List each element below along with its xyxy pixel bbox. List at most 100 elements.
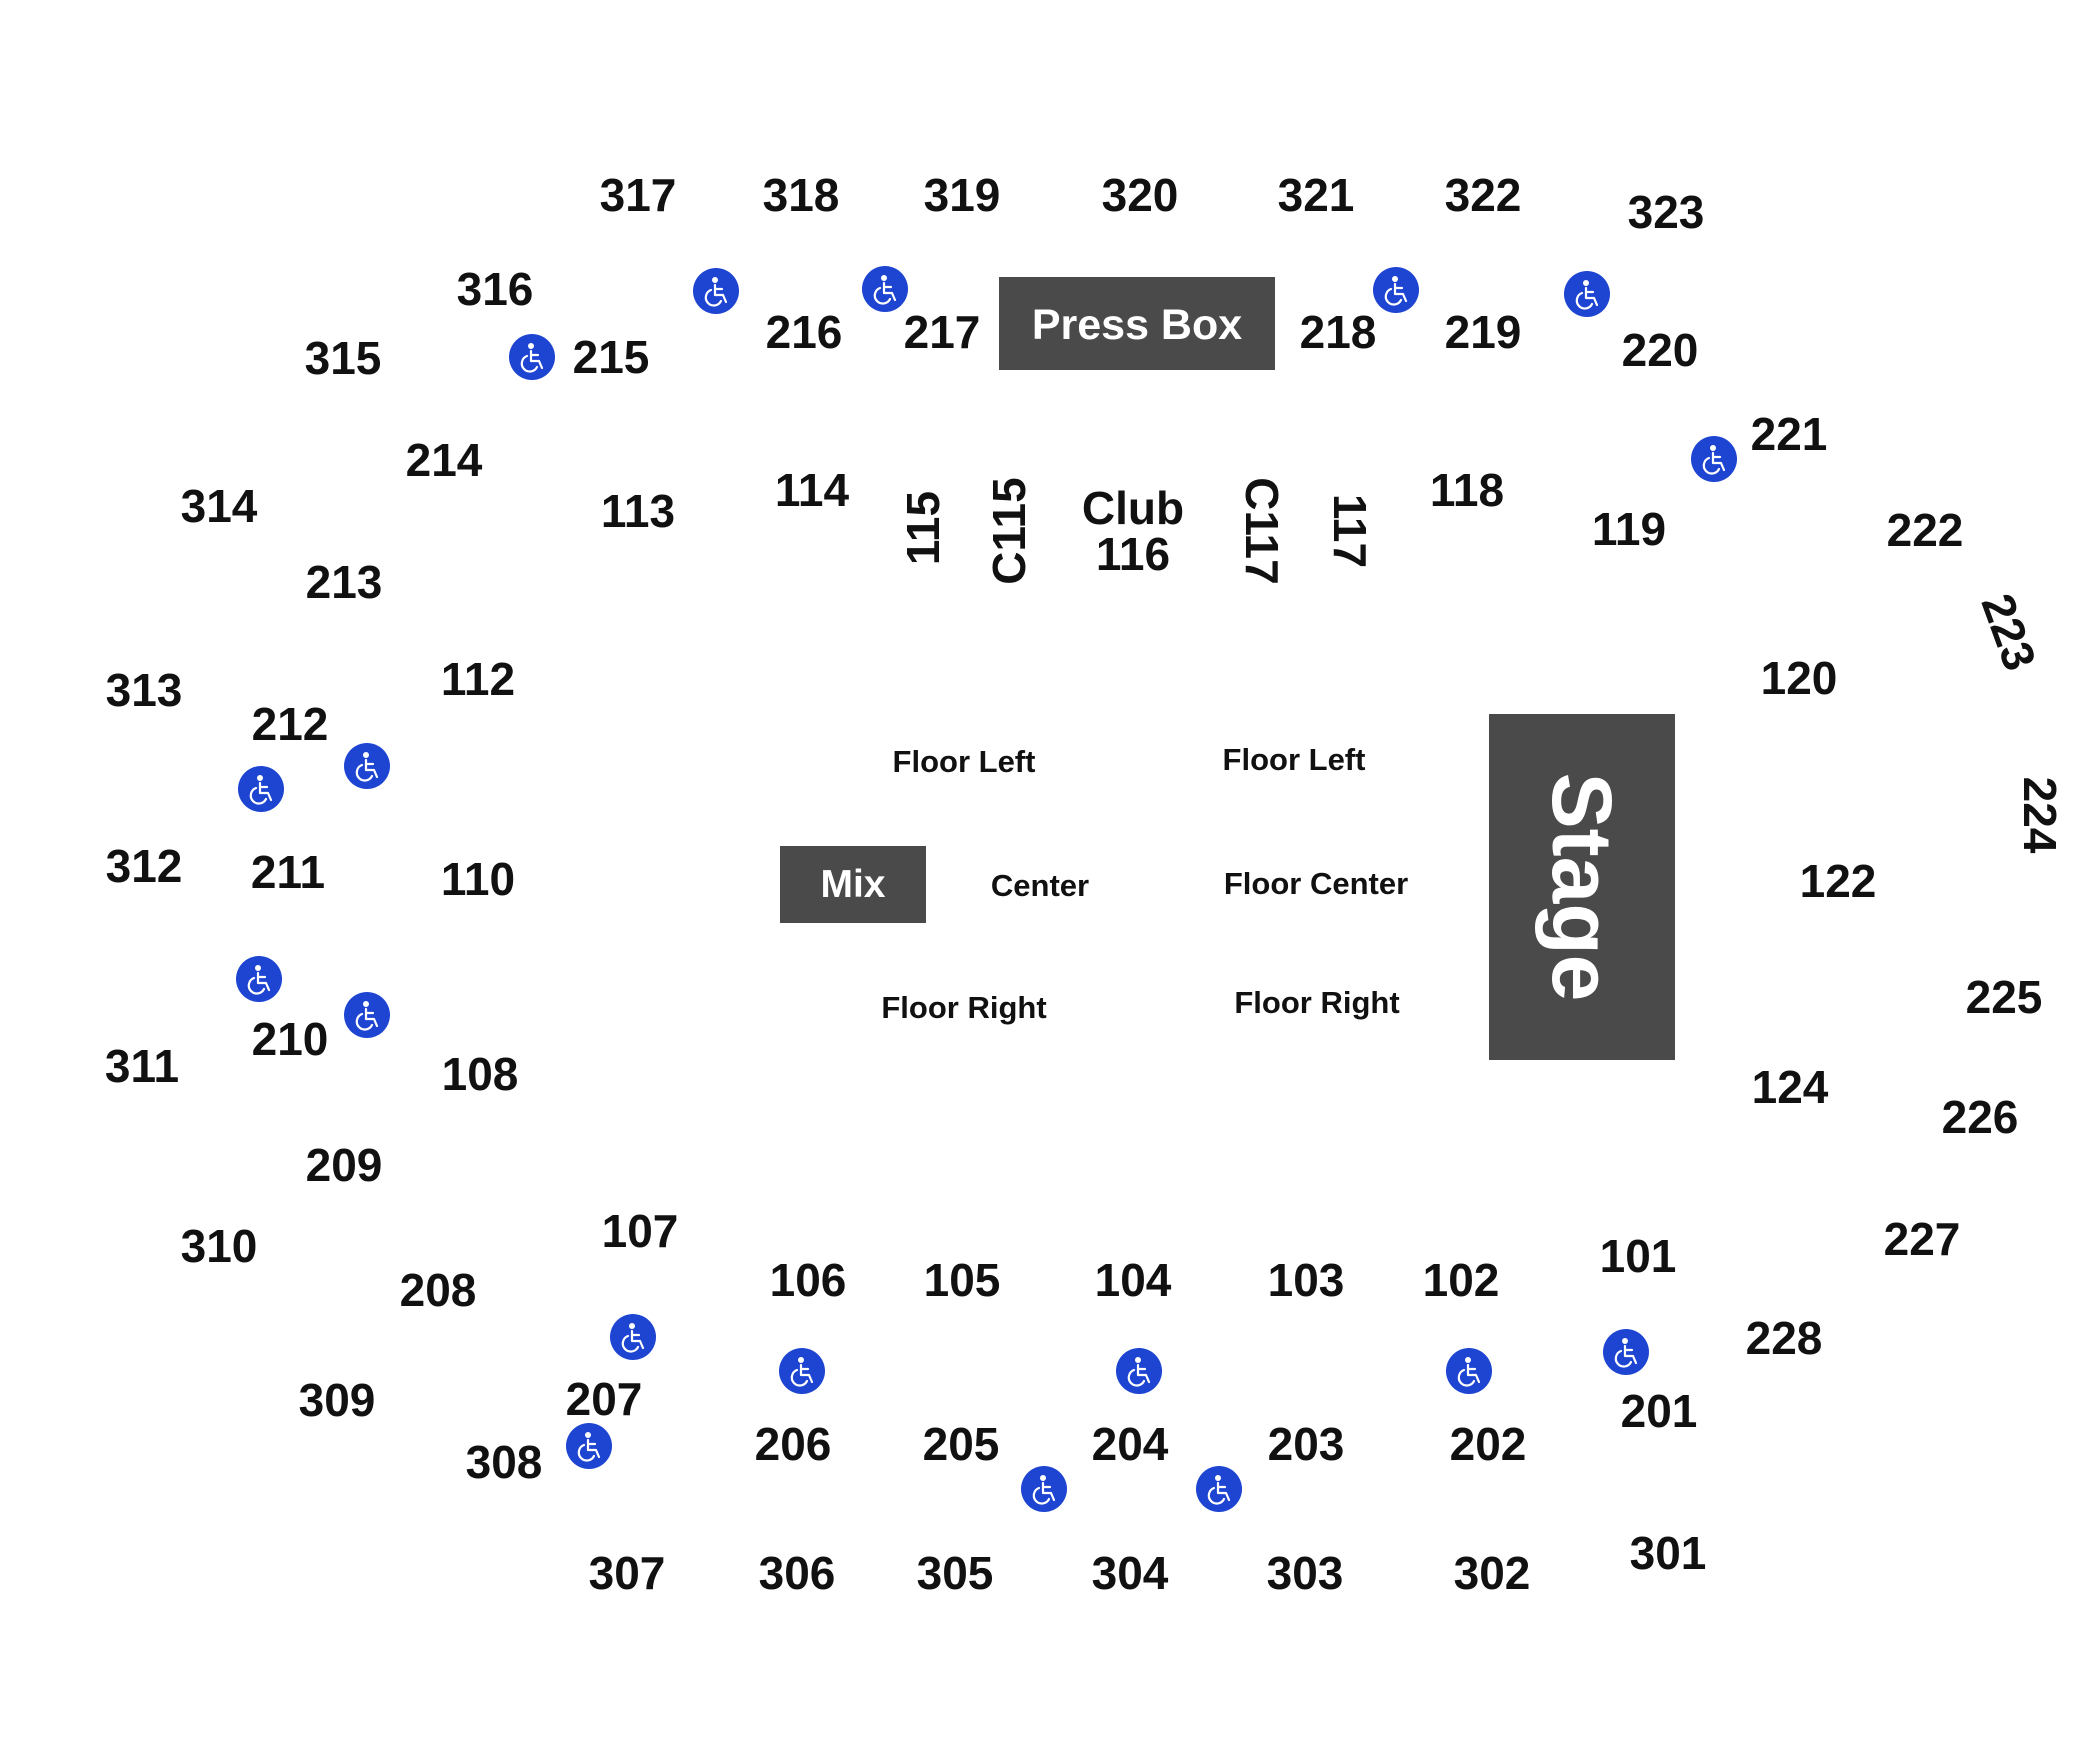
- press-box-label: Press Box: [1032, 301, 1242, 349]
- section-315[interactable]: 315: [305, 332, 382, 384]
- section-225[interactable]: 225: [1966, 971, 2043, 1023]
- mix-label: Mix: [820, 863, 885, 906]
- section-322[interactable]: 322: [1445, 169, 1522, 221]
- section-205[interactable]: 205: [923, 1418, 1000, 1470]
- section-305[interactable]: 305: [917, 1547, 994, 1599]
- section-223[interactable]: 223: [1971, 587, 2046, 677]
- section-c115[interactable]: C115: [983, 477, 1035, 584]
- floor-right-section-2[interactable]: Floor Right: [1234, 985, 1399, 1020]
- section-101[interactable]: 101: [1600, 1230, 1677, 1282]
- section-105[interactable]: 105: [924, 1254, 1001, 1306]
- section-208[interactable]: 208: [400, 1264, 477, 1316]
- section-115[interactable]: 115: [897, 491, 949, 565]
- section-club-116-label[interactable]: Club: [1082, 482, 1184, 534]
- section-306[interactable]: 306: [759, 1547, 836, 1599]
- section-112[interactable]: 112: [441, 653, 515, 705]
- wheelchair-icon: [236, 764, 286, 814]
- wheelchair-icon: [342, 741, 392, 791]
- stage-label: Stage: [1535, 773, 1629, 1002]
- section-212[interactable]: 212: [252, 698, 329, 750]
- section-304[interactable]: 304: [1092, 1547, 1169, 1599]
- section-207[interactable]: 207: [566, 1373, 643, 1425]
- section-226[interactable]: 226: [1942, 1091, 2019, 1143]
- section-104[interactable]: 104: [1095, 1254, 1172, 1306]
- section-206[interactable]: 206: [755, 1418, 832, 1470]
- section-308[interactable]: 308: [466, 1436, 543, 1488]
- wheelchair-icon: [1562, 269, 1612, 319]
- section-309[interactable]: 309: [299, 1374, 376, 1426]
- floor-left-section[interactable]: Floor Left: [893, 744, 1036, 779]
- section-110[interactable]: 110: [441, 853, 515, 905]
- section-316[interactable]: 316: [457, 263, 534, 315]
- floor-right-section[interactable]: Floor Right: [881, 990, 1046, 1025]
- section-227[interactable]: 227: [1884, 1213, 1961, 1265]
- section-201[interactable]: 201: [1621, 1385, 1698, 1437]
- section-114[interactable]: 114: [775, 464, 850, 516]
- section-222[interactable]: 222: [1887, 504, 1964, 556]
- wheelchair-icon: [691, 266, 741, 316]
- mix-position[interactable]: [780, 846, 926, 923]
- section-228[interactable]: 228: [1746, 1312, 1823, 1364]
- section-209[interactable]: 209: [306, 1139, 383, 1191]
- section-c117[interactable]: C117: [1236, 477, 1288, 584]
- wheelchair-icon: [507, 332, 557, 382]
- section-102[interactable]: 102: [1423, 1254, 1500, 1306]
- section-210[interactable]: 210: [252, 1013, 329, 1065]
- section-107[interactable]: 107: [602, 1205, 679, 1257]
- section-113[interactable]: 113: [601, 485, 675, 537]
- section-220[interactable]: 220: [1622, 324, 1699, 376]
- section-319[interactable]: 319: [924, 169, 1001, 221]
- floor-center-section-2[interactable]: Floor Center: [1224, 866, 1408, 901]
- section-301[interactable]: 301: [1630, 1527, 1707, 1579]
- section-117[interactable]: 117: [1324, 494, 1376, 568]
- wheelchair-icon: [1194, 1464, 1244, 1514]
- section-122[interactable]: 122: [1800, 855, 1877, 907]
- section-202[interactable]: 202: [1450, 1418, 1527, 1470]
- section-303[interactable]: 303: [1267, 1547, 1344, 1599]
- section-club-116-number[interactable]: 116: [1096, 528, 1170, 580]
- section-214[interactable]: 214: [406, 434, 483, 486]
- section-216[interactable]: 216: [766, 306, 843, 358]
- section-320[interactable]: 320: [1102, 169, 1179, 221]
- section-124[interactable]: 124: [1752, 1061, 1829, 1113]
- section-118[interactable]: 118: [1430, 464, 1504, 516]
- floor-center-section[interactable]: Center: [991, 868, 1089, 903]
- section-317[interactable]: 317: [600, 169, 677, 221]
- stage: [1489, 714, 1675, 1060]
- section-213[interactable]: 213: [306, 556, 383, 608]
- section-221[interactable]: 221: [1751, 408, 1828, 460]
- section-321[interactable]: 321: [1278, 169, 1355, 221]
- section-203[interactable]: 203: [1268, 1418, 1345, 1470]
- section-217[interactable]: 217: [904, 306, 981, 358]
- section-311[interactable]: 311: [105, 1040, 179, 1092]
- wheelchair-icon: [564, 1421, 614, 1471]
- section-215[interactable]: 215: [573, 331, 650, 383]
- section-318[interactable]: 318: [763, 169, 840, 221]
- wheelchair-icon: [608, 1312, 658, 1362]
- wheelchair-icon: [1019, 1464, 1069, 1514]
- section-314[interactable]: 314: [181, 480, 258, 532]
- section-120[interactable]: 120: [1761, 652, 1838, 704]
- section-106[interactable]: 106: [770, 1254, 847, 1306]
- section-307[interactable]: 307: [589, 1547, 666, 1599]
- section-204[interactable]: 204: [1092, 1418, 1169, 1470]
- section-323[interactable]: 323: [1628, 186, 1705, 238]
- section-310[interactable]: 310: [181, 1220, 258, 1272]
- section-313[interactable]: 313: [106, 664, 183, 716]
- floor-left-section-2[interactable]: Floor Left: [1223, 742, 1366, 777]
- wheelchair-icon: [342, 990, 392, 1040]
- section-211[interactable]: 211: [251, 846, 325, 898]
- section-224[interactable]: 224: [2014, 777, 2066, 854]
- section-108[interactable]: 108: [442, 1048, 519, 1100]
- wheelchair-icon: [1601, 1327, 1651, 1377]
- section-218[interactable]: 218: [1300, 306, 1377, 358]
- section-219[interactable]: 219: [1445, 306, 1522, 358]
- section-103[interactable]: 103: [1268, 1254, 1345, 1306]
- section-312[interactable]: 312: [106, 840, 183, 892]
- press-box[interactable]: [999, 277, 1275, 370]
- section-302[interactable]: 302: [1454, 1547, 1531, 1599]
- wheelchair-icon: [1371, 265, 1421, 315]
- section-119[interactable]: 119: [1592, 503, 1666, 555]
